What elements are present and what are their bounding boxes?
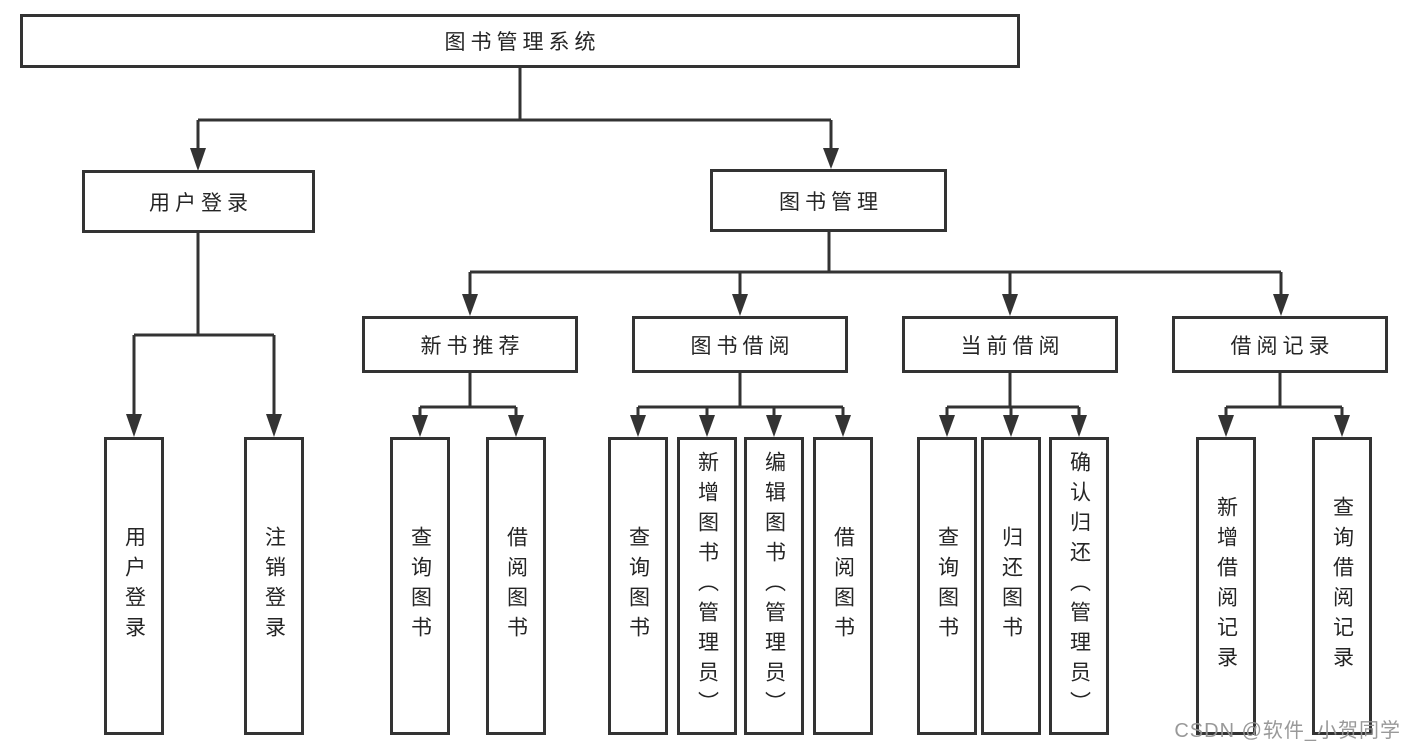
leaf-query-books-2: 查询图书 xyxy=(608,437,668,735)
node-new-book-recommend: 新书推荐 xyxy=(362,316,578,373)
node-current-borrow: 当前借阅 xyxy=(902,316,1118,373)
node-label: 图书借阅 xyxy=(690,334,795,358)
leaf-add-borrow-record: 新增借阅记录 xyxy=(1196,437,1256,735)
node-book-management: 图书管理 xyxy=(710,169,947,232)
leaf-label: 查询借阅记录 xyxy=(1330,496,1354,676)
node-label: 借阅记录 xyxy=(1230,334,1335,358)
leaf-query-borrow-record: 查询借阅记录 xyxy=(1312,437,1372,735)
leaf-label: 确认归还（管理员） xyxy=(1067,451,1091,721)
leaf-label: 编辑图书（管理员） xyxy=(762,451,786,721)
node-borrow-records: 借阅记录 xyxy=(1172,316,1388,373)
leaf-label: 注销登录 xyxy=(262,526,286,646)
node-label: 新书推荐 xyxy=(420,334,525,358)
leaf-add-books-admin: 新增图书（管理员） xyxy=(677,437,737,735)
leaf-return-books: 归还图书 xyxy=(981,437,1041,735)
leaf-confirm-return-admin: 确认归还（管理员） xyxy=(1049,437,1109,735)
leaf-label: 借阅图书 xyxy=(504,526,528,646)
leaf-borrow-books: 借阅图书 xyxy=(486,437,546,735)
leaf-label: 新增借阅记录 xyxy=(1214,496,1238,676)
leaf-label: 借阅图书 xyxy=(831,526,855,646)
csdn-watermark: CSDN @软件_小贺同学 xyxy=(1174,720,1401,742)
leaf-edit-books-admin: 编辑图书（管理员） xyxy=(744,437,804,735)
node-label: 当前借阅 xyxy=(960,334,1065,358)
node-user-login: 用户登录 xyxy=(82,170,315,233)
node-book-borrow: 图书借阅 xyxy=(632,316,848,373)
leaf-label: 查询图书 xyxy=(935,526,959,646)
leaf-query-books: 查询图书 xyxy=(390,437,450,735)
leaf-label: 归还图书 xyxy=(999,526,1023,646)
node-label: 图书管理 xyxy=(779,190,883,214)
leaf-label: 查询图书 xyxy=(626,526,650,646)
leaf-logout: 注销登录 xyxy=(244,437,304,735)
node-library-management-system: 图书管理系统 xyxy=(20,14,1020,68)
leaf-label: 用户登录 xyxy=(122,526,146,646)
leaf-user-login: 用户登录 xyxy=(104,437,164,735)
leaf-query-books-3: 查询图书 xyxy=(917,437,977,735)
leaf-borrow-books-2: 借阅图书 xyxy=(813,437,873,735)
leaf-label: 查询图书 xyxy=(408,526,432,646)
node-label: 用户登录 xyxy=(149,191,253,215)
node-label: 图书管理系统 xyxy=(444,31,601,54)
leaf-label: 新增图书（管理员） xyxy=(695,451,719,721)
